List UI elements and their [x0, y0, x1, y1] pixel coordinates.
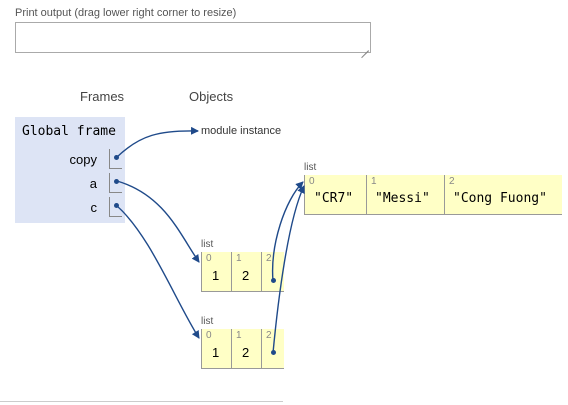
arrow-list-c-slot-to-strings	[272, 185, 305, 354]
pointer-dot-icon	[114, 203, 119, 208]
list-cell: 0 1	[201, 252, 231, 292]
arrow-a-to-list	[116, 180, 200, 263]
list-cell: 0 1	[201, 329, 231, 369]
list-index: 1	[236, 253, 242, 264]
arrow-list-a-slot-to-strings	[271, 181, 304, 282]
list-value: 1	[212, 345, 220, 360]
list-value: "Cong Fuong"	[453, 191, 547, 206]
list-value: 2	[242, 268, 250, 283]
list-cell: 1 2	[231, 329, 261, 369]
list-value: "Messi"	[375, 191, 430, 206]
print-output-box[interactable]	[15, 22, 371, 53]
list-index: 2	[266, 330, 272, 341]
list-cell: 1 2	[231, 252, 261, 292]
arrow-c-to-list	[116, 205, 200, 339]
list-index: 0	[206, 330, 212, 341]
list-index: 0	[309, 176, 315, 187]
list-index: 0	[206, 253, 212, 264]
list-index: 2	[266, 253, 272, 264]
var-slot-copy	[109, 149, 122, 169]
list-index: 1	[371, 176, 377, 187]
list-value: 2	[242, 345, 250, 360]
var-name-c: c	[90, 200, 98, 215]
list-cell: 2	[261, 252, 284, 292]
list-c: 0 1 1 2 2	[201, 329, 284, 369]
list-cell: 1 "Messi"	[366, 175, 444, 215]
list-strings-type-label: list	[304, 162, 317, 173]
list-index: 1	[236, 330, 242, 341]
objects-header: Objects	[189, 89, 234, 104]
list-cell: 0 "CR7"	[304, 175, 366, 215]
list-value: 1	[212, 268, 220, 283]
list-cell: 2 "Cong Fuong"	[444, 175, 562, 215]
list-c-type-label: list	[201, 316, 214, 327]
list-a: 0 1 1 2 2	[201, 252, 284, 292]
var-slot-a	[109, 173, 122, 193]
pointer-dot-icon	[114, 155, 119, 160]
var-name-a: a	[89, 176, 97, 191]
list-strings: 0 "CR7" 1 "Messi" 2 "Cong Fuong"	[304, 175, 562, 215]
var-slot-c	[109, 197, 122, 217]
module-instance-label: module instance	[201, 125, 282, 137]
list-index: 2	[449, 176, 455, 187]
pointer-dot-icon	[114, 179, 119, 184]
frames-header: Frames	[80, 89, 125, 104]
list-a-type-label: list	[201, 239, 214, 250]
divider	[0, 401, 283, 402]
print-output-label: Print output (drag lower right corner to…	[15, 7, 237, 19]
global-frame-title: Global frame	[22, 124, 116, 139]
list-value: "CR7"	[314, 191, 354, 206]
var-name-copy: copy	[69, 152, 97, 167]
global-frame: Global frame copy a c	[15, 117, 125, 223]
arrow-copy-to-module	[116, 126, 199, 158]
list-cell: 2	[261, 329, 284, 369]
